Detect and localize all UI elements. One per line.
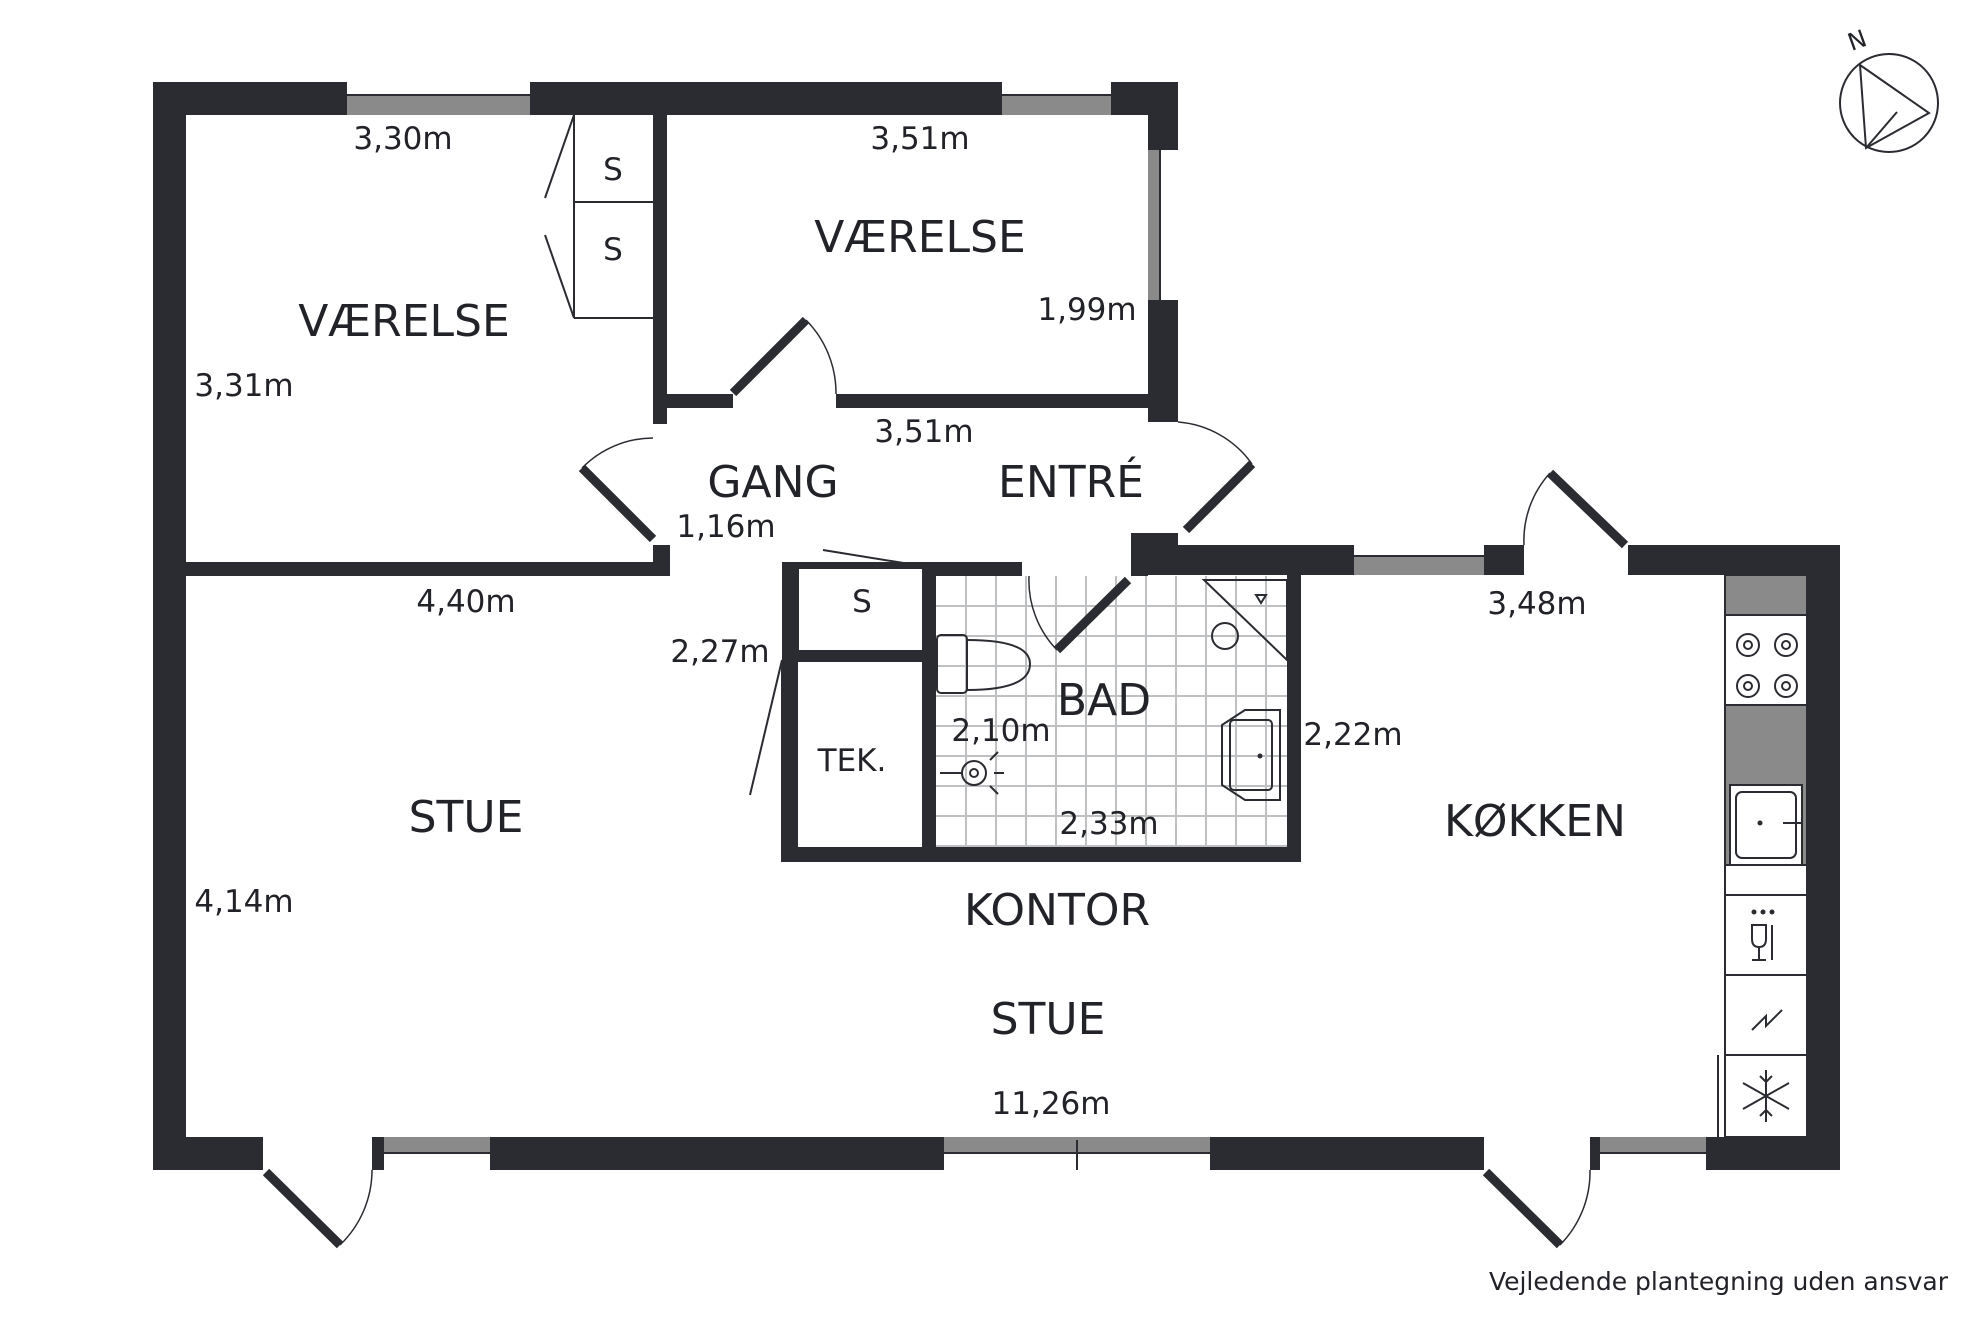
closet-core [781, 567, 922, 862]
room-label-bad: BAD [1057, 675, 1151, 726]
outer-walls [153, 82, 1840, 1170]
room-label-kokken: KØKKEN [1444, 796, 1626, 847]
closet-label-1: S [603, 152, 623, 188]
dim-vaerelse-1-depth: 3,31m [194, 368, 293, 404]
dim-total-width: 11,26m [992, 1086, 1111, 1122]
freezer-snowflake-icon [1742, 1070, 1790, 1122]
room-label-stue-1: STUE [409, 792, 524, 843]
compass-icon: N [1839, 24, 1939, 153]
dim-kokken-width: 3,48m [1487, 586, 1586, 622]
dim-vaerelse-1-width: 3,30m [353, 121, 452, 157]
kitchen-sink-icon [1729, 784, 1803, 866]
dim-vaerelse-2-width: 3,51m [870, 121, 969, 157]
room-label-tek: TEK. [817, 743, 887, 779]
room-label-vaerelse-1: VÆRELSE [298, 296, 510, 347]
dim-bad-width: 2,33m [1059, 806, 1158, 842]
floor-drain-icon [940, 751, 1004, 795]
stove-icon [1724, 614, 1808, 706]
room-label-stue-2: STUE [991, 994, 1106, 1045]
closet-bedroom-1 [544, 114, 653, 319]
doors [262, 316, 1629, 1249]
room-label-gang: GANG [707, 457, 838, 508]
dim-gang-width: 1,16m [676, 509, 775, 545]
room-label-entre: ENTRÉ [998, 455, 1144, 508]
room-label-kontor: KONTOR [964, 885, 1150, 936]
sink-icon [1221, 709, 1281, 801]
compass-north-label: N [1844, 24, 1870, 56]
dim-tek-depth: 2,27m [670, 634, 769, 670]
toilet-icon [936, 634, 1032, 694]
disclaimer-text: Vejledende plantegning uden ansvar [1489, 1267, 1949, 1296]
dimension-labels: 3,30m 3,31m 3,51m 1,99m 3,51m 1,16m 4,40… [194, 121, 1586, 1122]
dim-stue-1-width: 4,40m [416, 584, 515, 620]
closet-label-3: S [852, 584, 872, 620]
dishwasher-icon [1724, 894, 1808, 976]
dim-stue-1-depth: 4,14m [194, 884, 293, 920]
interior-walls [186, 115, 1301, 862]
room-label-vaerelse-2: VÆRELSE [814, 212, 1026, 263]
dim-vaerelse-2-depth: 1,99m [1037, 292, 1136, 328]
room-labels: VÆRELSE VÆRELSE GANG ENTRÉ STUE BAD TEK.… [298, 152, 1626, 1045]
dim-bad-depth-right: 2,22m [1303, 717, 1402, 753]
dim-entre-width: 3,51m [874, 414, 973, 450]
dim-bad-depth-left: 2,10m [951, 713, 1050, 749]
shower-icon [1201, 579, 1288, 663]
windows [347, 94, 1706, 1170]
closet-label-2: S [603, 232, 623, 268]
oven-icon [1751, 1009, 1783, 1031]
